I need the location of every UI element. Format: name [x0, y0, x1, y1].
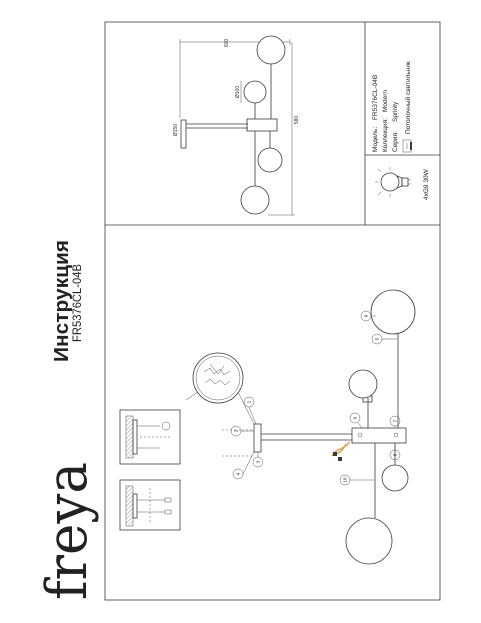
- callout: 6: [360, 310, 372, 322]
- ceiling-lamp-icon: [402, 139, 412, 153]
- svg-text:4: 4: [236, 472, 241, 475]
- svg-text:2: 2: [234, 429, 239, 432]
- globe: [348, 369, 378, 399]
- page-title: Инструкция: [51, 240, 73, 362]
- svg-text:1: 1: [247, 400, 252, 403]
- connector-block: [351, 427, 407, 444]
- svg-text:6: 6: [364, 314, 369, 317]
- wall-hatch: [125, 415, 134, 459]
- globe: [257, 147, 283, 173]
- globe: [240, 185, 270, 215]
- callout: 2: [230, 425, 242, 437]
- callout: 10: [339, 474, 351, 486]
- brand-logo: freya: [35, 462, 100, 600]
- zoom-detail: [185, 352, 255, 425]
- model-number: FR5376CL-04B: [70, 264, 84, 342]
- wire-connectors: [331, 441, 351, 461]
- svg-text:8: 8: [393, 453, 398, 456]
- spec-series-label: Серия:: [392, 131, 399, 152]
- connector-block: [246, 118, 278, 132]
- callout: 7: [389, 415, 401, 427]
- spec-collection-label: Коллекция:: [382, 118, 389, 152]
- installation-drawing: 1 2 3 4 5 6 7 8 9 10: [185, 289, 416, 565]
- spec-type: Потолочный светильник: [404, 61, 412, 134]
- detail-box-screws: [119, 479, 181, 531]
- spec-series-value: Sprinty: [392, 101, 399, 122]
- dimension-height-label: 580: [294, 116, 300, 125]
- globe: [370, 289, 416, 335]
- bulb-spec: 4xG9 30W: [423, 168, 430, 200]
- spec-collection-value: Modern: [382, 90, 389, 112]
- svg-text:9: 9: [353, 416, 358, 419]
- callout: 1: [243, 396, 255, 408]
- wall-hatch: [125, 485, 134, 527]
- globe: [345, 517, 393, 565]
- plate-diameter-label: Ø150: [173, 124, 179, 136]
- spec-table: Модель: FR5376CL-04B Коллекция: Modern С…: [372, 61, 412, 153]
- spec-model-value: FR5376CL-04B: [372, 75, 379, 120]
- outer-border: [104, 21, 441, 601]
- svg-text:7: 7: [393, 419, 398, 422]
- dimension-drawing: 600 580 Ø100 Ø150: [173, 35, 300, 216]
- detail-box-mounting: [119, 409, 181, 465]
- globe-diameter-label: Ø100: [235, 86, 241, 98]
- callout: 5: [371, 333, 383, 345]
- callout: 8: [389, 449, 401, 461]
- wall-plate: [253, 423, 262, 453]
- globe: [256, 35, 286, 65]
- globe: [243, 80, 267, 104]
- svg-text:3: 3: [256, 460, 261, 463]
- spec-model-label: Модель:: [372, 127, 379, 152]
- callout: 9: [349, 412, 361, 424]
- wall-plate: [180, 119, 187, 149]
- svg-text:10: 10: [343, 477, 348, 483]
- sheet-frame: [104, 21, 441, 601]
- light-bulb-icon: [375, 167, 411, 197]
- globe: [381, 464, 409, 492]
- svg-text:5: 5: [375, 337, 380, 340]
- callout: 3: [252, 456, 264, 468]
- dimension-width-label: 600: [224, 39, 230, 48]
- callout: 4: [232, 468, 244, 480]
